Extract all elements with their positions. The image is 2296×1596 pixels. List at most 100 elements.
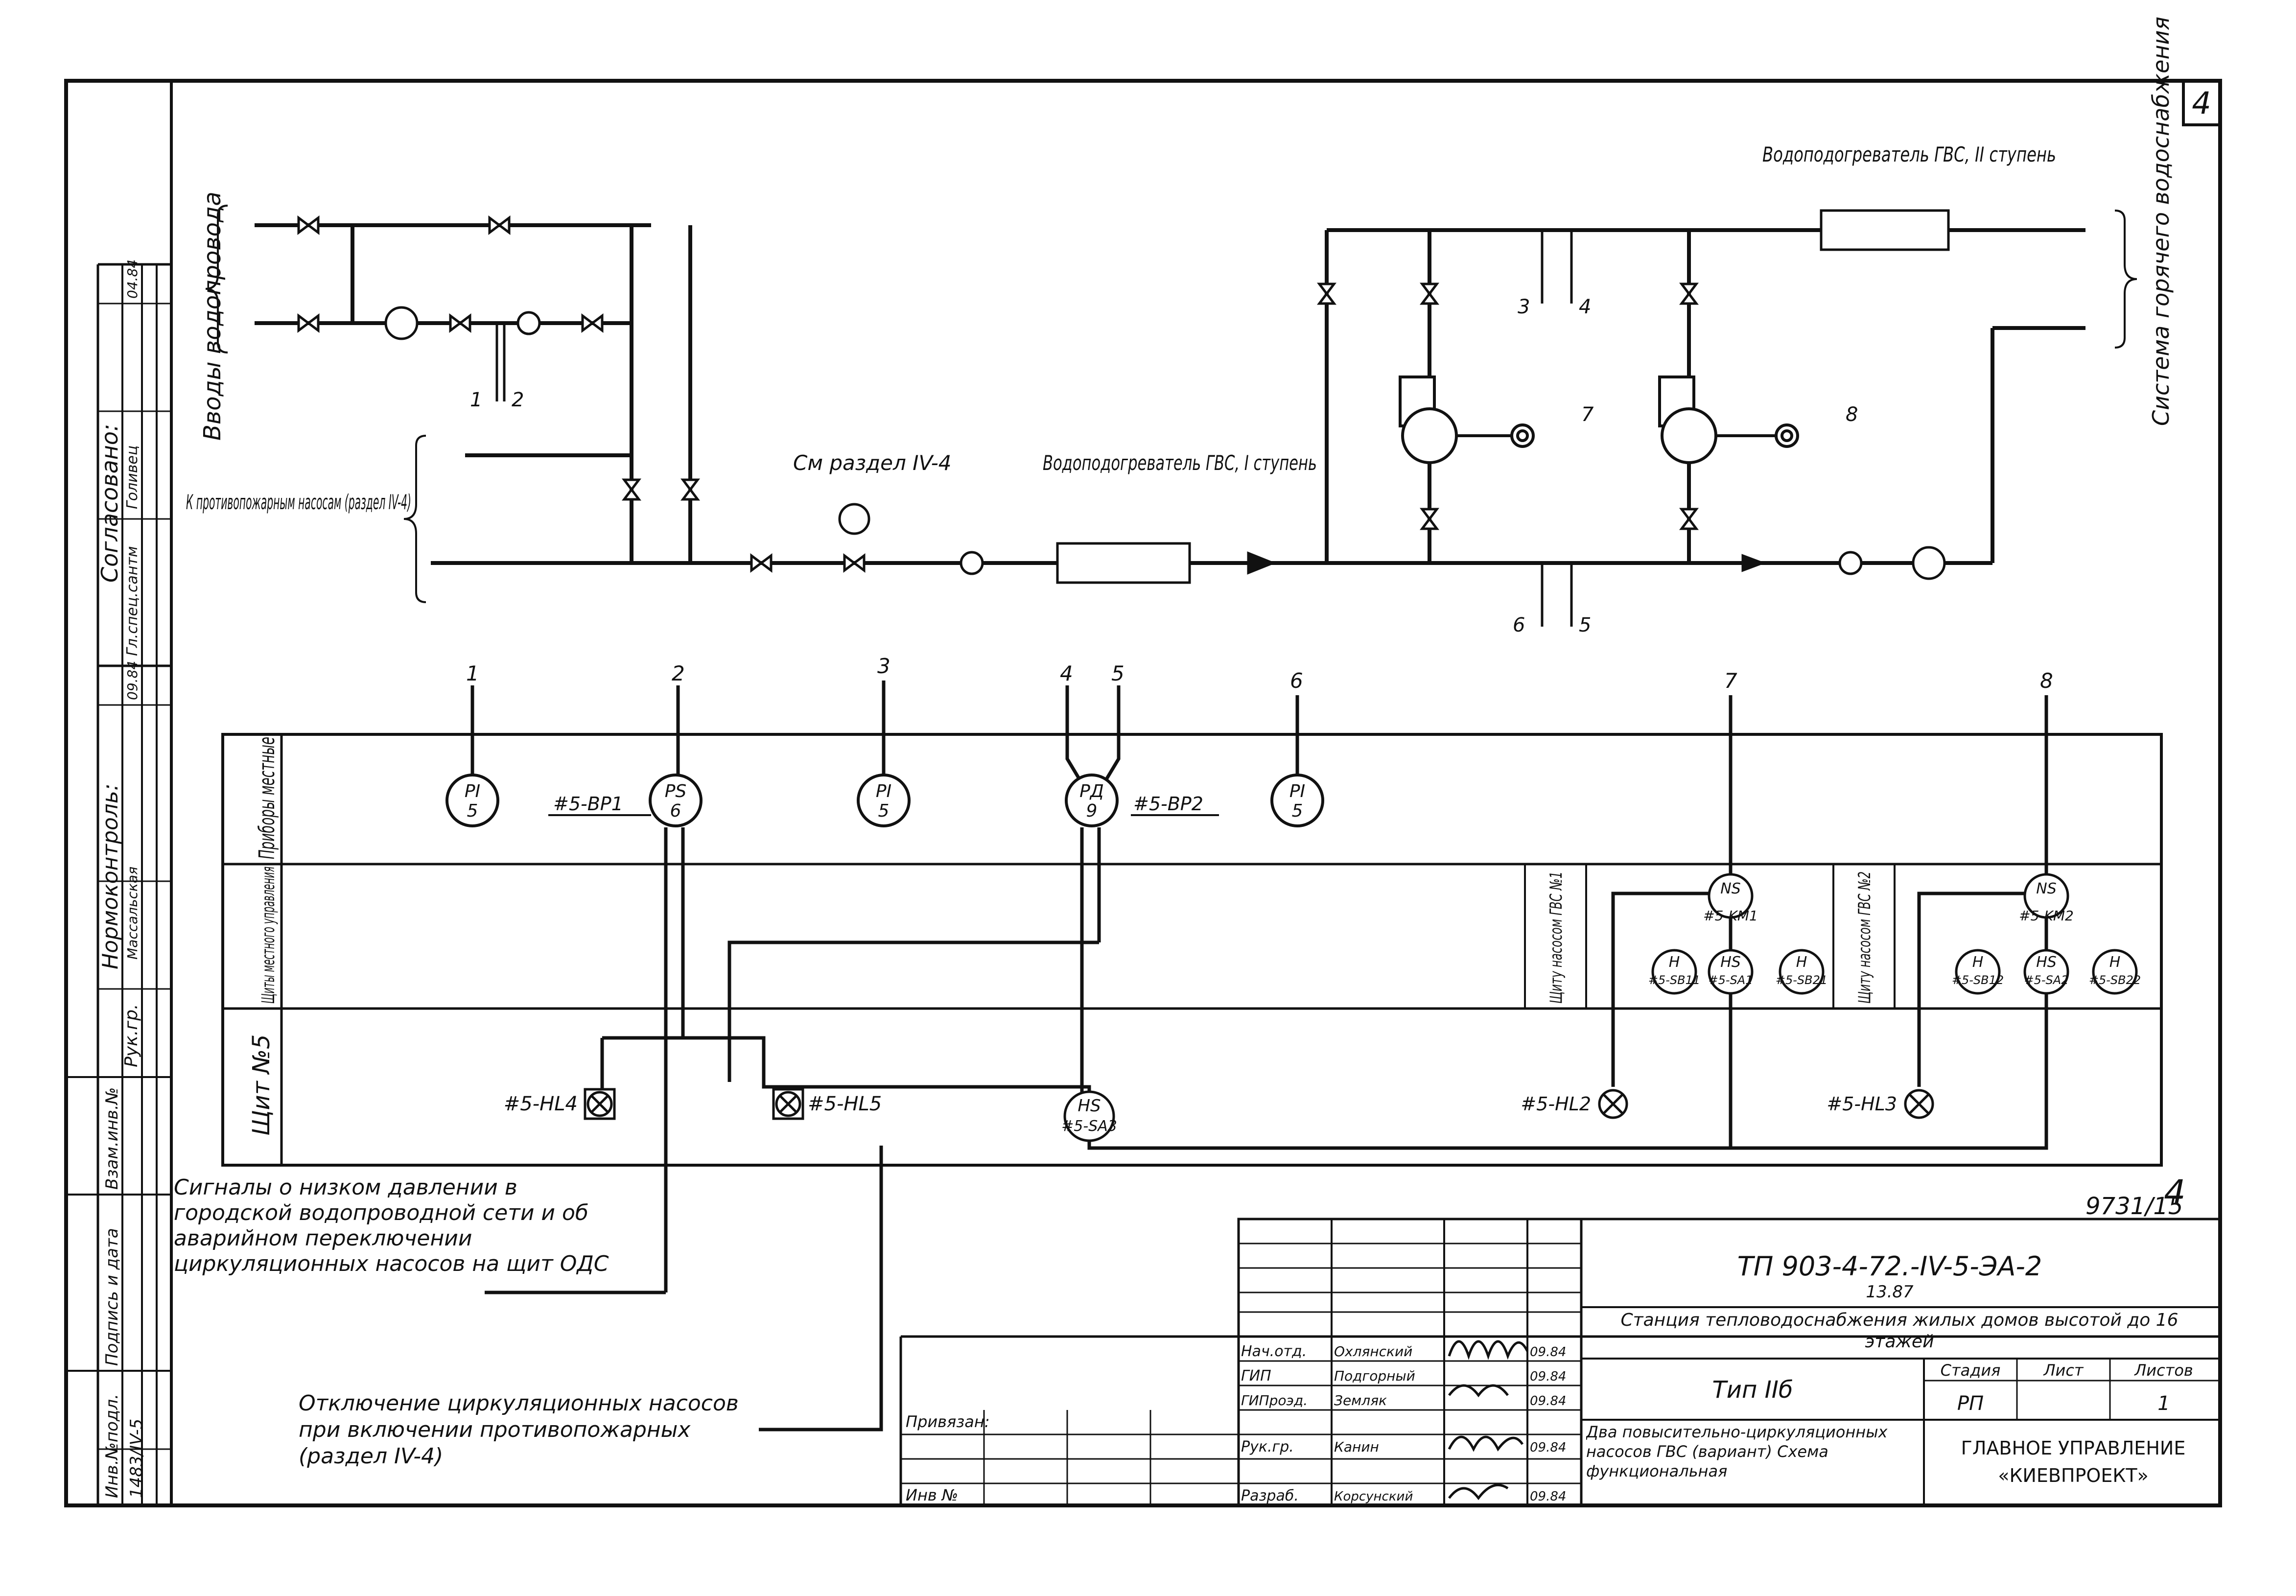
pipe-tap-8: 8 <box>1846 403 1858 426</box>
side-nk-name: Массальская <box>124 867 141 960</box>
svg-text:#5-HL2: #5-HL2 <box>1521 1093 1591 1115</box>
object-title: Станция тепловодоснабжения жилых домов в… <box>1620 1310 2179 1352</box>
signal-wires <box>485 827 2048 1432</box>
type-label: Тип IIб <box>1712 1376 1793 1404</box>
svg-text:6: 6 <box>670 801 681 821</box>
side-row2-date: 09.84 <box>124 661 141 700</box>
svg-text:5: 5 <box>1292 801 1303 821</box>
piping-scheme <box>205 205 2137 627</box>
valve-icon <box>1317 282 1336 305</box>
instrument-pd-9: PД 9 #5-BP2 <box>1065 774 1219 827</box>
svg-text:PI: PI <box>1289 781 1305 801</box>
tap-num-6: 6 <box>1290 669 1303 693</box>
side-inv-value: 1483/IV-5 <box>127 1419 146 1498</box>
svg-text:HS: HS <box>1078 1096 1101 1116</box>
panel-device-h-sb11: H #5-SB11 <box>1648 949 1700 995</box>
panel-device-h-sb22: H #5-SB22 <box>2089 949 2141 995</box>
lamp-hl5: #5-HL5 <box>772 1088 882 1120</box>
valve-icon <box>1420 282 1439 305</box>
panel-device-h-sb21: H #5-SB21 <box>1776 949 1827 995</box>
side-row1-name: Голивец <box>124 446 141 509</box>
valve-icon <box>750 553 773 573</box>
svg-text:#5-SA2: #5-SA2 <box>2024 973 2069 987</box>
tap-num-3: 3 <box>877 654 890 678</box>
pipe-tap-1: 1 <box>470 389 482 411</box>
tap-lines <box>470 681 2048 881</box>
pipe-tap-2: 2 <box>512 389 524 411</box>
svg-text:5: 5 <box>467 801 478 821</box>
valve-icon <box>297 313 320 333</box>
svg-text:5: 5 <box>878 801 890 821</box>
svg-text:PS: PS <box>665 781 687 801</box>
svg-text:HS: HS <box>2036 954 2057 971</box>
scheme-labels: Вводы водопровода К противопожарным насо… <box>186 17 2174 514</box>
svg-text:09.84: 09.84 <box>1530 1369 1566 1384</box>
panel-device-ns-km2: NS #5-KM2 <box>2019 873 2074 924</box>
panel-device-h-sb12: H #5-SB12 <box>1952 949 2004 995</box>
valve-icon <box>680 478 700 501</box>
row-label-local-instruments: Приборы местные <box>255 737 280 859</box>
svg-text:#5-HL5: #5-HL5 <box>808 1093 882 1115</box>
check-valve-icon <box>1741 554 1766 572</box>
label-see-section: См раздел IV-4 <box>793 451 952 475</box>
row-label-panel-5: Щит №5 <box>248 1034 275 1136</box>
side-nk-role: Рук.гр. <box>121 1004 141 1067</box>
tag-bp2: #5-BP2 <box>1133 793 1203 815</box>
water-meter-icon <box>384 306 419 340</box>
sheet-col-label: Лист <box>2043 1361 2084 1380</box>
svg-text:ГИПроэд.: ГИПроэд. <box>1241 1392 1308 1408</box>
svg-text:09.84: 09.84 <box>1530 1489 1566 1504</box>
pipe-tap-4: 4 <box>1579 296 1591 318</box>
valve-icon <box>1420 508 1439 530</box>
svg-text:Разраб.: Разраб. <box>1241 1487 1299 1504</box>
control-table <box>221 733 2163 1167</box>
svg-text:#5-KM2: #5-KM2 <box>2019 908 2074 924</box>
lamp-hl3: #5-HL3 <box>1827 1089 1934 1119</box>
archive-number: 9731/15 <box>2085 1193 2183 1220</box>
panel-gvs-1-label: Щиту насосом ГВС №1 <box>1546 871 1566 1004</box>
pipe-tap-3: 3 <box>1518 296 1530 318</box>
side-row1-role: Гл.спец.сантм <box>124 546 141 656</box>
svg-text:H: H <box>2109 954 2121 971</box>
instrument-ps-6: PS 6 #5-BP1 <box>548 774 703 827</box>
side-replace-inv: Взам.инв.№ <box>102 1087 122 1190</box>
svg-text:Подгорный: Подгорный <box>1334 1368 1415 1384</box>
pipe-tap-5: 5 <box>1579 614 1591 636</box>
svg-text:H: H <box>1669 954 1680 971</box>
instrument-pi-3: PI 5 <box>1270 774 1324 827</box>
svg-text:#5-SB21: #5-SB21 <box>1776 973 1827 987</box>
sheets-col-value: 1 <box>2157 1392 2170 1415</box>
svg-text:Корсунский: Корсунский <box>1334 1489 1413 1504</box>
pipe-tap-7: 7 <box>1581 403 1594 426</box>
organization: ГЛАВНОЕ УПРАВЛЕНИЕ «КИЕВПРОЕКТ» <box>1961 1437 2186 1486</box>
svg-text:Канин: Канин <box>1334 1439 1379 1455</box>
title-block <box>899 1218 2222 1507</box>
svg-text:9: 9 <box>1086 801 1098 821</box>
tap-num-7: 7 <box>1724 669 1737 693</box>
signature-marks <box>1448 1340 1529 1501</box>
valve-icon <box>488 215 511 235</box>
pumps <box>1399 376 1799 464</box>
svg-text:PI: PI <box>876 781 891 801</box>
sheets-col-label: Листов <box>2134 1361 2193 1380</box>
archive-mark: 4 <box>2164 1173 2186 1213</box>
side-inv-orig: Инв.№подл. <box>102 1394 122 1498</box>
panel-device-hs-sa1: HS #5-SA1 <box>1708 949 1754 995</box>
valve-icon <box>1679 508 1699 530</box>
check-valve-icon <box>1247 551 1276 575</box>
svg-text:#5-KM1: #5-KM1 <box>1703 908 1758 924</box>
tag-bp1: #5-BP1 <box>553 793 623 815</box>
heater-1-box <box>1056 542 1191 584</box>
instrument-pi-1: PI 5 <box>445 774 499 827</box>
tap-num-8: 8 <box>2040 669 2053 693</box>
valve-icon <box>297 215 320 235</box>
water-meter-icon <box>1912 546 1946 580</box>
label-heater-2: Водоподогреватель ГВС, II ступень <box>1762 142 2056 166</box>
side-stamp <box>66 81 173 1505</box>
svg-text:PI: PI <box>465 781 480 801</box>
svg-text:09.84: 09.84 <box>1530 1440 1566 1455</box>
svg-text:#5-HL4: #5-HL4 <box>504 1093 578 1115</box>
meters <box>384 306 1946 580</box>
row-label-local-panels: Щиты местного управления <box>258 867 279 1004</box>
